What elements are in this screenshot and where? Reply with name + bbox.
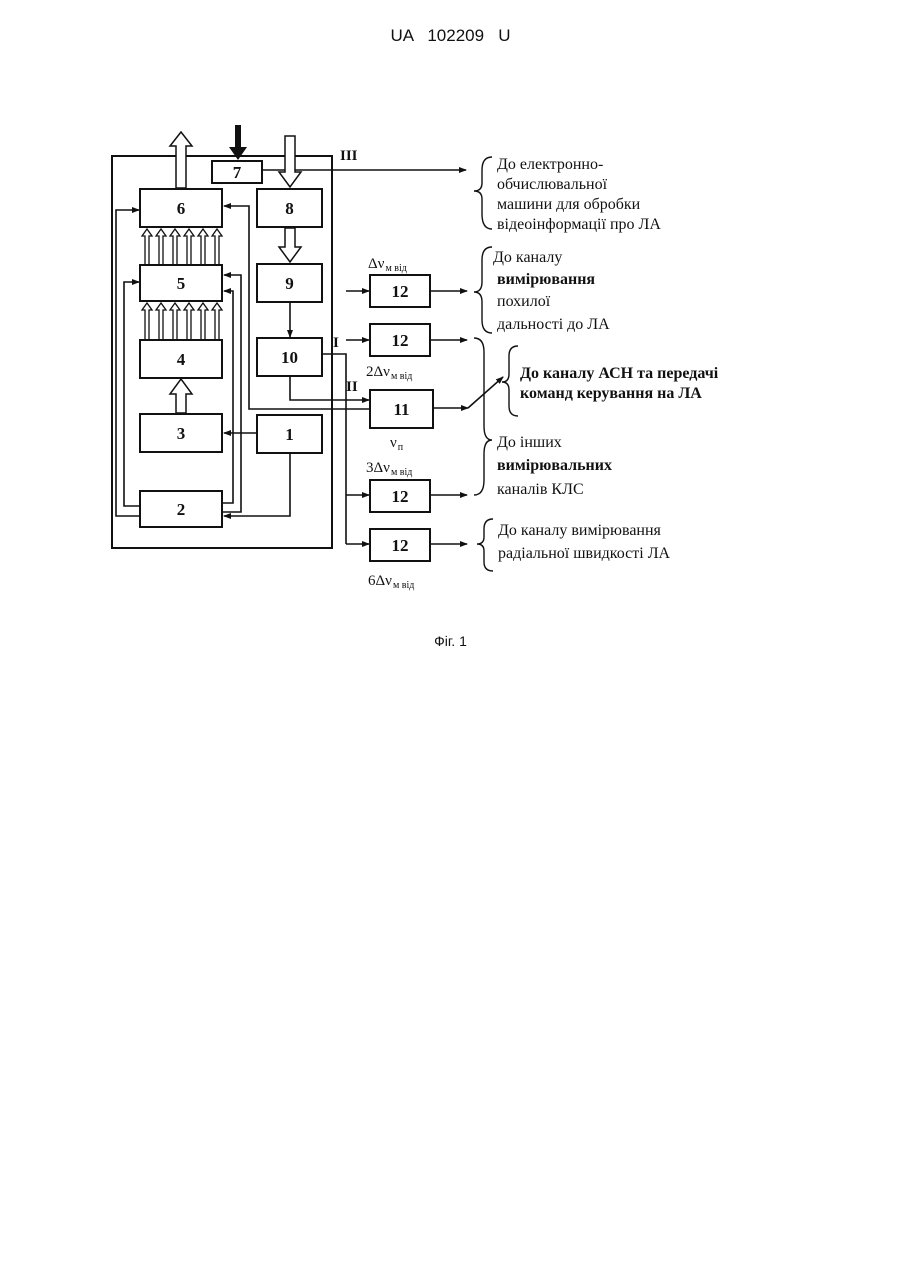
block-11: 11: [370, 390, 433, 428]
svg-text:машини для обробки: машини для обробки: [497, 196, 641, 213]
svg-text:11: 11: [393, 400, 409, 419]
block-12-slant-range: 12: [370, 275, 430, 307]
svg-text:5: 5: [177, 274, 186, 293]
svg-text:До каналу: До каналу: [493, 249, 562, 266]
freq-label-6: 6Δνм від: [368, 573, 414, 591]
svg-text:відеоінформації про ЛА: відеоінформації про ЛА: [497, 216, 661, 233]
svg-text:вимірювання: вимірювання: [497, 271, 595, 288]
svg-text:дальності до ЛА: дальності до ЛА: [497, 316, 610, 333]
svg-text:12: 12: [392, 331, 409, 350]
block-12-radial-speed: 12: [370, 529, 430, 561]
svg-text:12: 12: [392, 487, 409, 506]
block-12-third: 12: [370, 480, 430, 512]
annotation-slant-range: До каналу вимірювання похилої дальності …: [493, 249, 610, 333]
block-4: 4: [140, 340, 222, 378]
svg-text:12: 12: [392, 536, 409, 555]
svg-text:радіальної швидкості ЛА: радіальної швидкості ЛА: [498, 545, 671, 562]
block-5: 5: [140, 265, 222, 301]
input-arrow: [229, 125, 247, 160]
svg-text:7: 7: [233, 163, 242, 182]
svg-text:команд керування на ЛА: команд керування на ЛА: [520, 385, 702, 402]
svg-text:2: 2: [177, 500, 186, 519]
svg-text:8: 8: [285, 199, 294, 218]
freq-label-2: 2Δνм від: [366, 364, 412, 382]
figure-caption: Фіг. 1: [0, 633, 901, 649]
svg-text:До інших: До інших: [497, 434, 562, 451]
block-7: 7: [212, 161, 262, 183]
annotation-radial-speed: До каналу вимірювання радіальної швидкос…: [498, 522, 671, 562]
output-label-I: I: [333, 335, 339, 351]
svg-text:6: 6: [177, 199, 186, 218]
parallel-bus-5-to-6: [142, 229, 222, 265]
block-2: 2: [140, 491, 222, 527]
svg-text:До каналу вимірювання: До каналу вимірювання: [498, 522, 662, 539]
block-3: 3: [140, 414, 222, 452]
block-9: 9: [257, 264, 322, 302]
annotation-other-channels: До інших вимірювальних каналів КЛС: [497, 434, 612, 498]
svg-text:4: 4: [177, 350, 186, 369]
svg-text:3: 3: [177, 424, 186, 443]
block-8: 8: [257, 189, 322, 227]
svg-text:похилої: похилої: [497, 293, 551, 310]
annotation-computer: До електронно- обчислювальної машини для…: [497, 156, 661, 233]
block-12-second: 12: [370, 324, 430, 356]
freq-label-3: 3Δνм від: [366, 460, 412, 478]
block-1: 1: [257, 415, 322, 453]
svg-text:каналів КЛС: каналів КЛС: [497, 481, 584, 498]
parallel-bus-4-to-5: [142, 303, 222, 340]
svg-text:10: 10: [281, 348, 298, 367]
svg-text:обчислювальної: обчислювальної: [497, 176, 608, 193]
svg-text:9: 9: [285, 274, 294, 293]
svg-text:12: 12: [392, 282, 409, 301]
annotation-asn-commands: До каналу АСН та передачі команд керуван…: [520, 365, 719, 402]
output-label-II: II: [346, 379, 358, 395]
svg-text:До каналу АСН та передачі: До каналу АСН та передачі: [520, 365, 719, 382]
svg-text:До електронно-: До електронно-: [497, 156, 603, 173]
block-6: 6: [140, 189, 222, 227]
freq-label-1: Δνм від: [368, 256, 407, 274]
freq-label-pilot: νп: [390, 435, 404, 453]
block-10: 10: [257, 338, 322, 376]
output-label-III: III: [340, 148, 358, 164]
svg-text:вимірювальних: вимірювальних: [497, 457, 612, 474]
svg-text:1: 1: [285, 425, 294, 444]
